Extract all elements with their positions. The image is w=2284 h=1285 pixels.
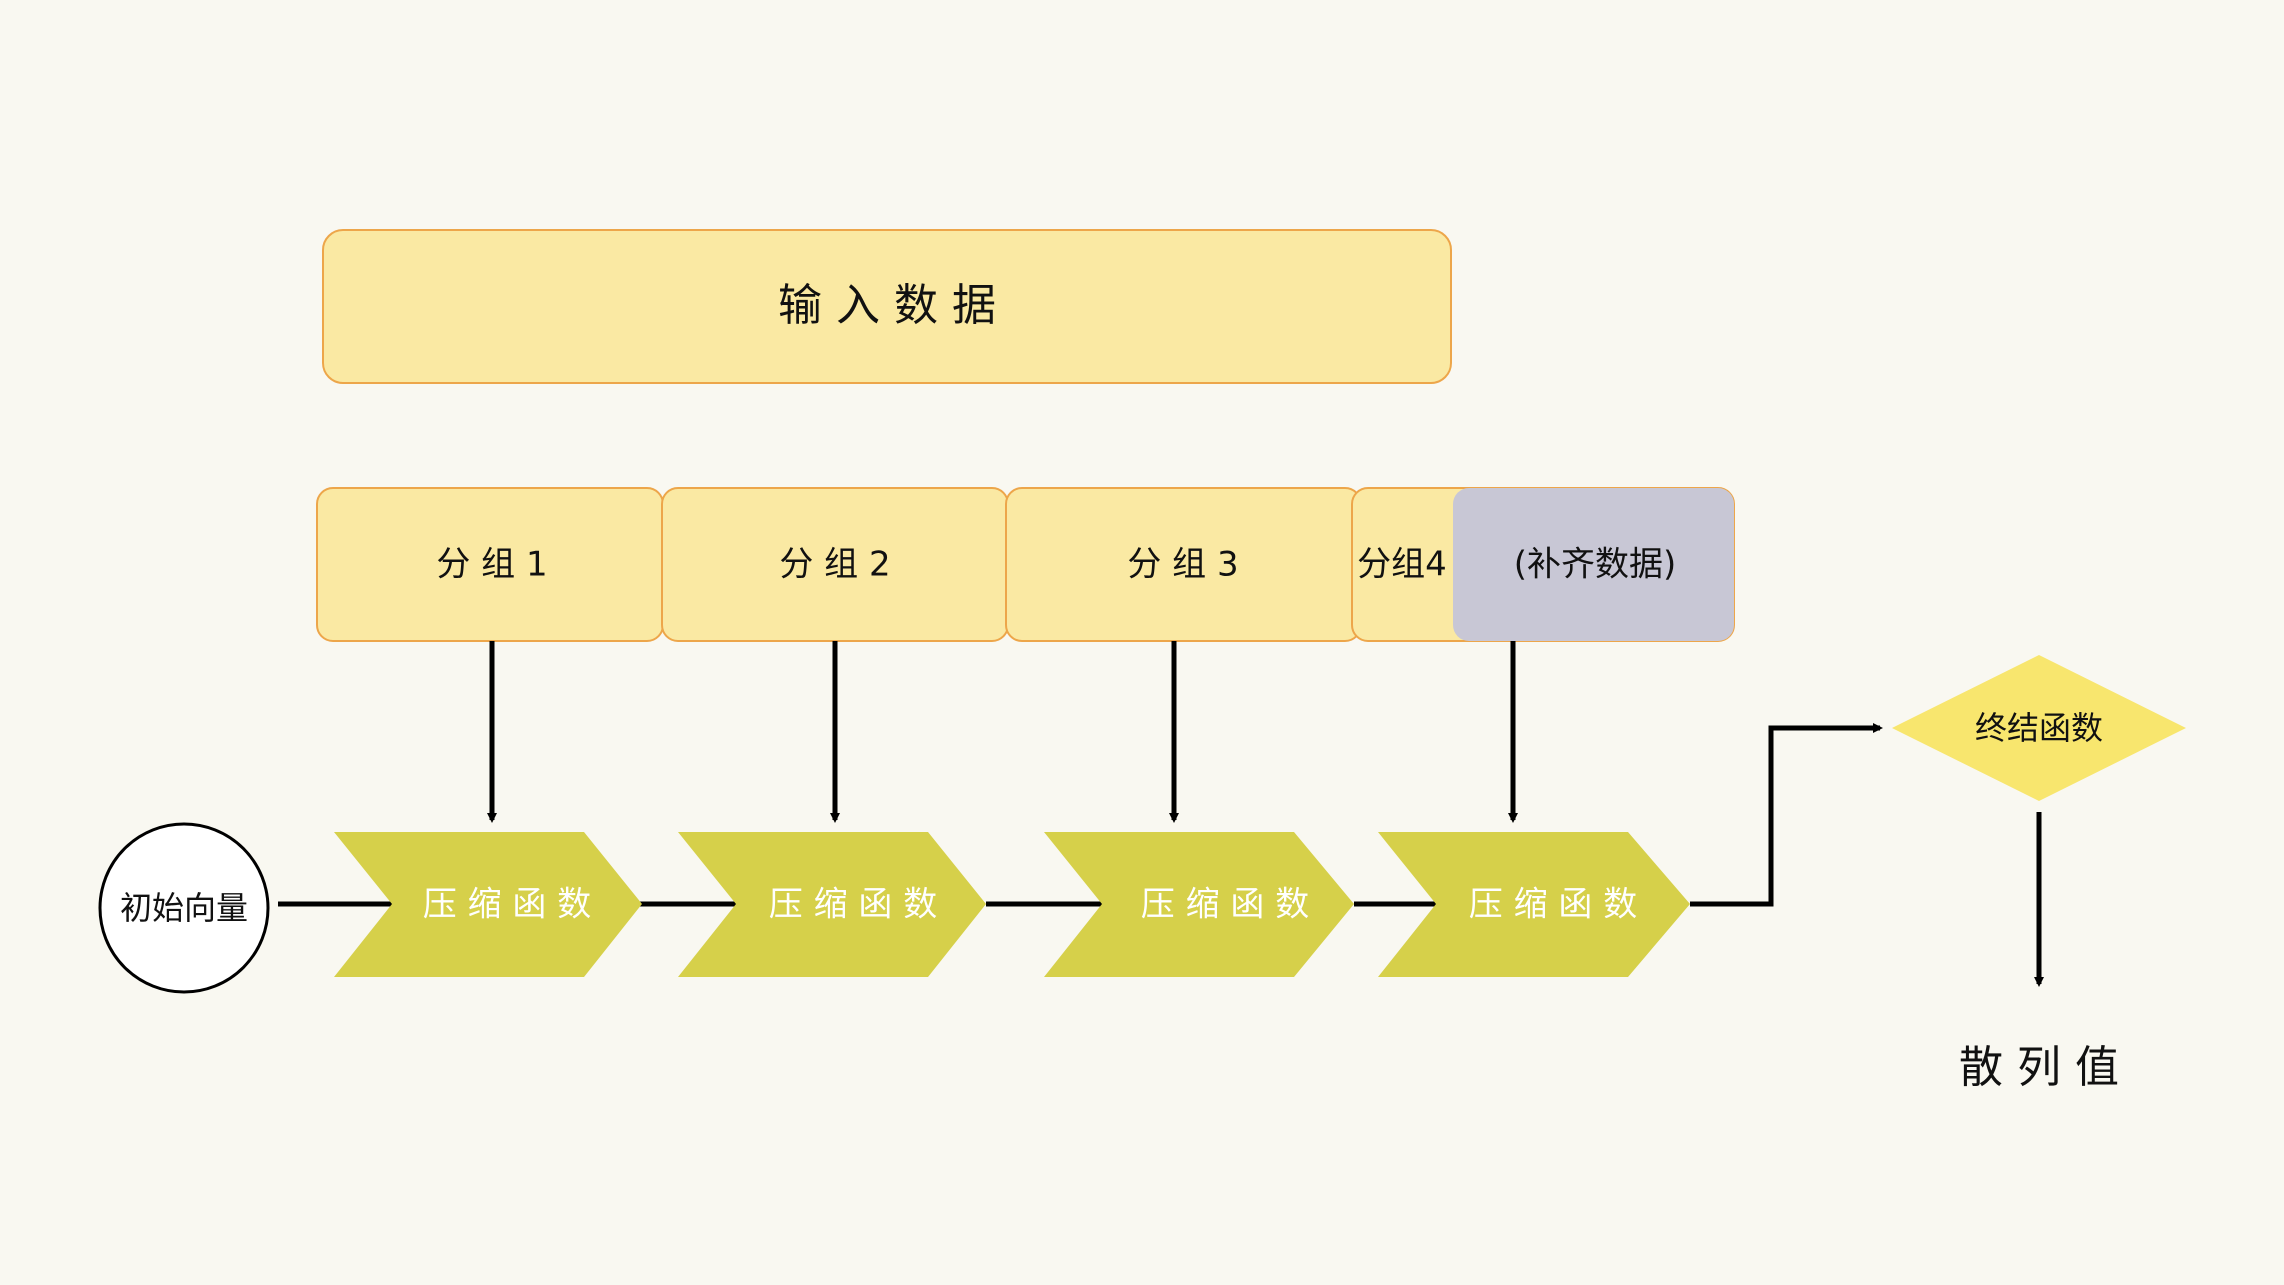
- compression-chevron-1: [334, 832, 642, 977]
- padding-rect: [1453, 488, 1734, 641]
- group-label-4: 分组4: [1357, 545, 1447, 585]
- compression-label-4: 压 缩 函 数: [1469, 885, 1637, 925]
- group-label-3: 分 组 3: [1127, 545, 1238, 585]
- arrow-compress4-to-finalize: [1690, 723, 1883, 907]
- compression-label-3: 压 缩 函 数: [1141, 885, 1309, 925]
- compression-label-2: 压 缩 函 数: [769, 885, 937, 925]
- compression-chevron-2: [678, 832, 986, 977]
- finalize-diamond: [1892, 655, 2186, 801]
- compression-chevron-3: [1044, 832, 1354, 977]
- compression-chevron-4: [1378, 832, 1690, 977]
- padding-box: (补齐数据): [1453, 488, 1734, 641]
- group-box-2: 分 组 2: [661, 487, 1009, 642]
- padding-label: (补齐数据): [1514, 545, 1677, 585]
- initial-vector-label: 初始向量: [120, 889, 248, 927]
- finalize-label: 终结函数: [1975, 709, 2103, 747]
- input-data-label: 输 入 数 据: [778, 280, 996, 331]
- compression-stage-2: 压 缩 函 数: [678, 832, 986, 977]
- initial-vector-circle: [98, 822, 270, 994]
- compression-stage-4: 压 缩 函 数: [1378, 832, 1690, 977]
- compression-stage-3: 压 缩 函 数: [1044, 832, 1354, 977]
- compression-label-1: 压 缩 函 数: [423, 885, 591, 925]
- group-box-1: 分 组 1: [316, 487, 664, 642]
- initial-vector-node: 初始向量: [98, 822, 270, 994]
- compression-stage-1: 压 缩 函 数: [334, 832, 642, 977]
- output-label: 散 列 值: [1959, 1042, 2119, 1093]
- input-data-rect: [322, 229, 1452, 384]
- group-label-2: 分 组 2: [779, 545, 890, 585]
- group-label-1: 分 组 1: [436, 545, 547, 585]
- finalize-node: 终结函数: [1892, 655, 2186, 801]
- group-box-3: 分 组 3: [1005, 487, 1362, 642]
- input-data-box: 输 入 数 据: [322, 229, 1452, 384]
